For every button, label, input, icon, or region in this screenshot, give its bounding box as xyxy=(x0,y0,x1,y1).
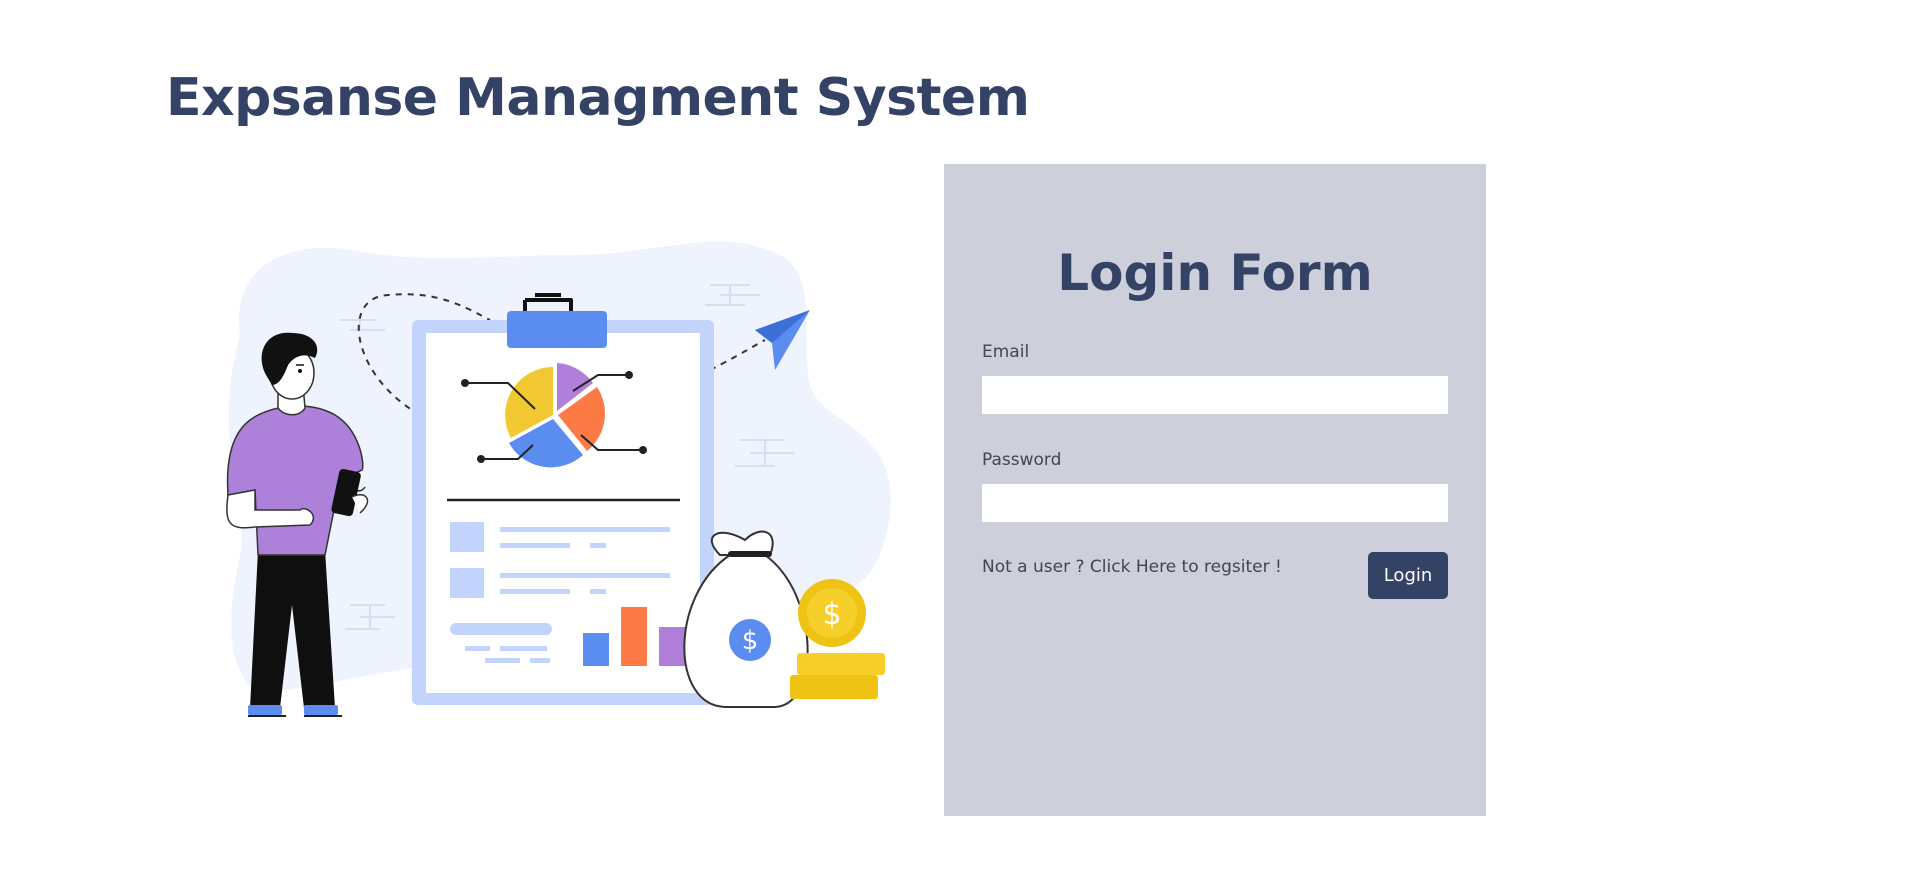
login-panel: Login Form Email Password Not a user ? C… xyxy=(944,164,1486,816)
email-field[interactable] xyxy=(982,376,1448,414)
money-bag-icon: $ xyxy=(683,530,809,708)
page-title: Expsanse Managment System xyxy=(166,68,1030,128)
clipboard xyxy=(412,293,714,705)
svg-text:$: $ xyxy=(822,597,841,632)
brick-decoration xyxy=(340,284,795,630)
password-field[interactable] xyxy=(982,484,1448,522)
person-figure xyxy=(226,332,369,717)
email-label: Email xyxy=(982,342,1030,362)
finance-illustration: $ $ xyxy=(226,241,891,717)
login-button[interactable]: Login xyxy=(1368,552,1448,599)
coin-stack-icon: $ xyxy=(790,579,885,699)
bar-chart-graphic xyxy=(583,607,685,666)
form-title: Login Form xyxy=(1057,244,1373,302)
register-link[interactable]: Not a user ? Click Here to regsiter ! xyxy=(982,557,1282,577)
paper-plane-icon xyxy=(755,310,810,370)
pie-chart-graphic xyxy=(461,363,647,468)
svg-text:$: $ xyxy=(742,626,759,656)
password-label: Password xyxy=(982,450,1062,470)
